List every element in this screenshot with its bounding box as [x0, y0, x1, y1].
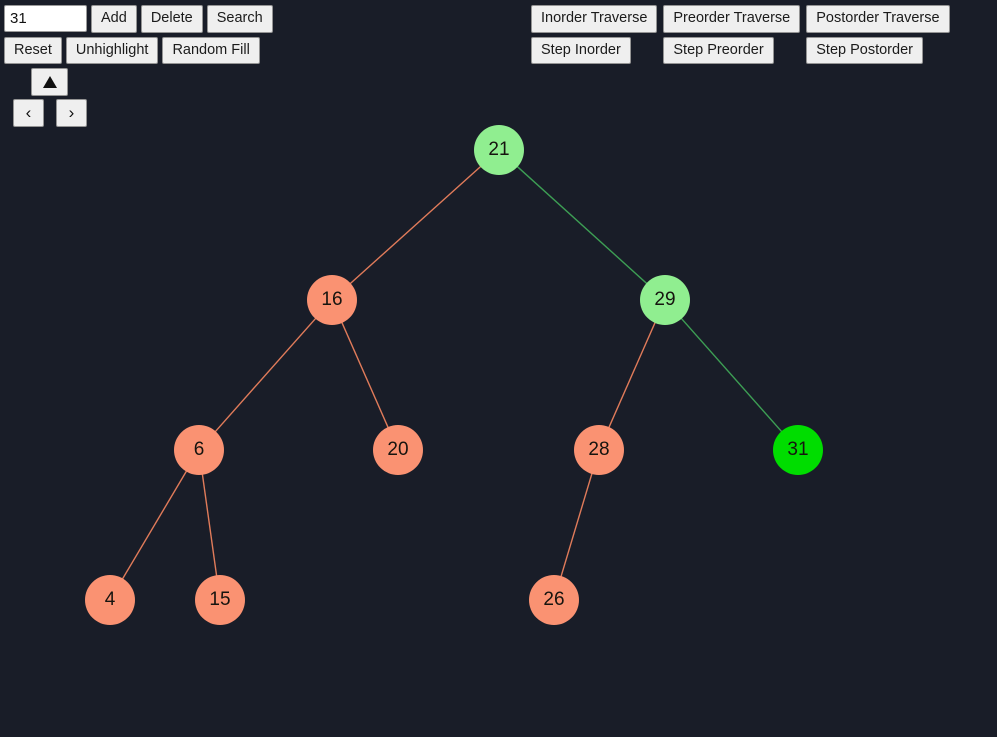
tree-node-label: 16 — [321, 289, 343, 310]
search-button[interactable]: Search — [206, 5, 273, 33]
nav-row-up — [0, 68, 140, 96]
tree-edge — [607, 320, 657, 430]
traversal-group-inorder: Inorder Traverse Step Inorder — [531, 0, 658, 64]
chevron-left-icon: ‹ — [25, 102, 32, 122]
tree-node-label: 20 — [387, 439, 409, 460]
nav-row-left-right: ‹ › — [0, 96, 140, 127]
traversal-toolbar: Inorder Traverse Step Inorder Preorder T… — [531, 0, 950, 64]
tree-node[interactable]: 26 — [529, 575, 579, 625]
tree-node[interactable]: 6 — [174, 425, 224, 475]
inorder-traverse-button[interactable]: Inorder Traverse — [531, 5, 658, 33]
tree-node[interactable]: 16 — [307, 275, 357, 325]
tree-edge — [121, 469, 188, 581]
value-input[interactable] — [4, 5, 87, 32]
toolbar-row-primary: Add Delete Search — [0, 0, 520, 33]
nav-right-button[interactable]: › — [56, 99, 87, 127]
tree-node-label: 6 — [193, 439, 205, 460]
tree-node[interactable]: 20 — [373, 425, 423, 475]
tree-edge — [340, 320, 390, 430]
tree-node[interactable]: 4 — [85, 575, 135, 625]
tree-node-label: 26 — [543, 589, 565, 610]
tree-node-label: 15 — [209, 589, 231, 610]
unhighlight-button[interactable]: Unhighlight — [65, 36, 159, 64]
traversal-group-preorder: Preorder Traverse Step Preorder — [663, 0, 801, 64]
tree-edge — [213, 316, 318, 434]
tree-node-label: 31 — [787, 439, 809, 460]
tree-node[interactable]: 28 — [574, 425, 624, 475]
tree-node[interactable]: 29 — [640, 275, 690, 325]
tree-node-label: 21 — [488, 139, 510, 160]
toolbar-row-secondary: Reset Unhighlight Random Fill — [0, 33, 520, 64]
chevron-right-icon: › — [68, 102, 75, 122]
reset-button[interactable]: Reset — [4, 36, 62, 64]
tree-edge — [348, 164, 483, 286]
step-inorder-button[interactable]: Step Inorder — [531, 36, 631, 64]
tree-node-label: 29 — [654, 289, 676, 310]
nav-left-button[interactable]: ‹ — [13, 99, 44, 127]
nav-up-button[interactable] — [31, 68, 68, 96]
tree-edge-layer — [121, 164, 784, 581]
tree-node-label: 4 — [104, 589, 116, 610]
tree-node[interactable]: 21 — [474, 125, 524, 175]
tree-edge — [515, 164, 649, 286]
tree-edge — [679, 316, 784, 434]
left-toolbar: Add Delete Search Reset Unhighlight Rand… — [0, 0, 520, 64]
navigation-pad: ‹ › — [0, 68, 140, 127]
triangle-up-icon — [42, 76, 57, 88]
tree-node[interactable]: 15 — [195, 575, 245, 625]
preorder-traverse-button[interactable]: Preorder Traverse — [663, 5, 801, 33]
step-postorder-button[interactable]: Step Postorder — [806, 36, 923, 64]
step-preorder-button[interactable]: Step Preorder — [663, 36, 774, 64]
delete-button[interactable]: Delete — [140, 5, 203, 33]
tree-node-label: 28 — [588, 439, 610, 460]
random-fill-button[interactable]: Random Fill — [162, 36, 260, 64]
tree-edge — [559, 471, 594, 579]
add-button[interactable]: Add — [91, 5, 137, 33]
postorder-traverse-button[interactable]: Postorder Traverse — [806, 5, 950, 33]
traversal-group-postorder: Postorder Traverse Step Postorder — [806, 0, 950, 64]
tree-edge — [201, 472, 218, 578]
tree-node[interactable]: 31 — [773, 425, 823, 475]
